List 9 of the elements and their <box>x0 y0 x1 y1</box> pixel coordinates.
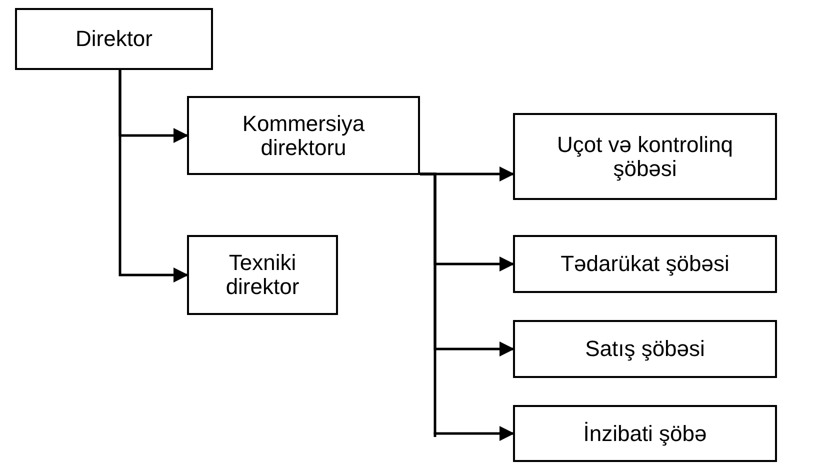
org-box: Tədarükat şöbəsi <box>513 235 777 293</box>
org-box: Satış şöbəsi <box>513 320 777 378</box>
org-box: Uçot və kontrolinq şöbəsi <box>513 113 777 200</box>
org-box: Kommersiya direktoru <box>187 96 420 175</box>
connector-arrow <box>420 172 514 441</box>
org-box: Direktor <box>15 8 213 70</box>
connector-arrow <box>118 70 188 282</box>
org-box: İnzibati şöbə <box>513 405 777 462</box>
org-box: Texniki direktor <box>187 235 338 315</box>
